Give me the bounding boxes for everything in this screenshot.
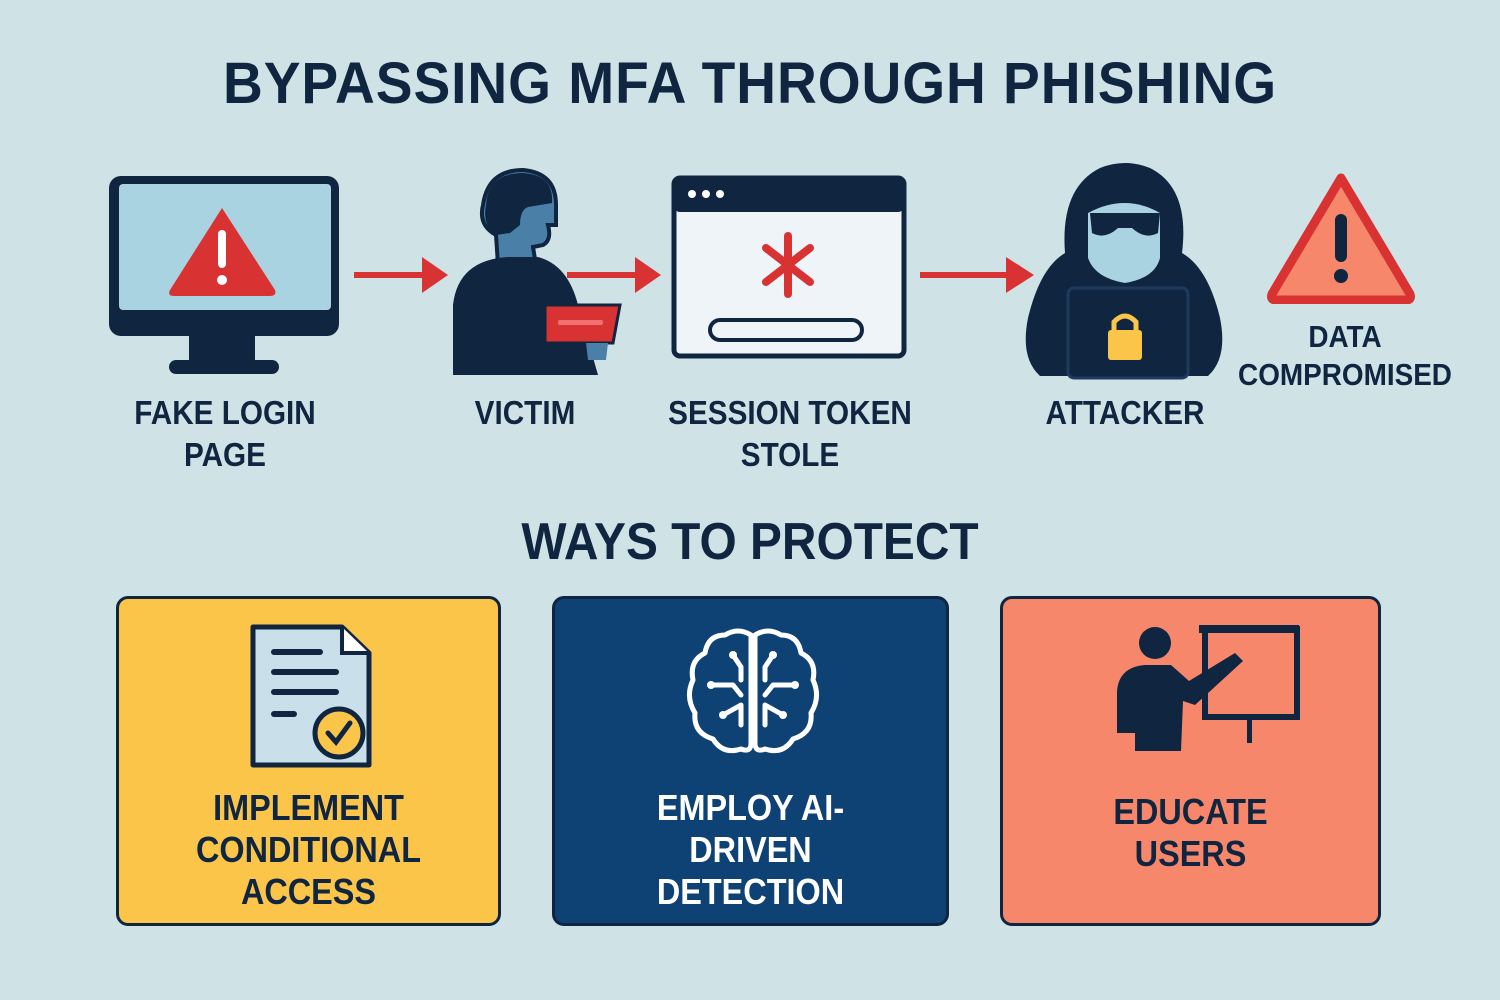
step-label-fake-login: FAKE LOGIN PAGE	[108, 392, 342, 476]
hooded-hacker-icon	[1020, 158, 1230, 383]
step-label-attacker: ATTACKER	[1031, 392, 1220, 434]
presenter-board-icon	[1111, 621, 1301, 771]
arrow-right-icon	[352, 255, 452, 295]
arrow-right-icon	[918, 255, 1038, 295]
warning-triangle-icon	[1266, 172, 1416, 304]
person-laptop-icon	[448, 165, 628, 380]
ai-brain-icon	[683, 625, 823, 760]
step-label-line: PAGE	[184, 436, 266, 473]
step-label-line: ATTACKER	[1045, 394, 1205, 431]
arrow-right-icon	[565, 255, 665, 295]
step-label-data-compromised: DATA COMPROMISED	[1233, 318, 1458, 394]
card-text: EMPLOY AI- DRIVEN DETECTION	[575, 787, 927, 913]
card-ai-detection: EMPLOY AI- DRIVEN DETECTION	[552, 596, 949, 926]
step-label-victim: VICTIM	[440, 392, 611, 434]
browser-token-icon	[670, 174, 910, 362]
step-label-line: SESSION TOKEN	[668, 394, 912, 431]
card-line: EMPLOY AI-	[656, 787, 845, 828]
step-label-session-token: SESSION TOKEN STOLE	[655, 392, 925, 476]
card-line: CONDITIONAL	[196, 829, 421, 870]
card-line: ACCESS	[240, 871, 377, 912]
step-label-line: STOLE	[740, 436, 840, 473]
card-educate-users: EDUCATE USERS	[1000, 596, 1381, 926]
card-line: DRIVEN	[689, 829, 812, 870]
monitor-warning-icon	[105, 172, 345, 382]
card-line: USERS	[1134, 833, 1247, 874]
document-check-icon	[247, 621, 377, 771]
step-label-line: VICTIM	[474, 394, 576, 431]
card-text: EDUCATE USERS	[1022, 791, 1360, 875]
card-line: EDUCATE	[1113, 791, 1268, 832]
card-text: IMPLEMENT CONDITIONAL ACCESS	[138, 787, 479, 913]
step-label-line: FAKE LOGIN	[134, 394, 316, 431]
page-title: BYPASSING MFA THROUGH PHISHING	[222, 51, 1278, 116]
card-line: IMPLEMENT	[213, 787, 404, 828]
card-line: DETECTION	[656, 871, 845, 912]
card-conditional-access: IMPLEMENT CONDITIONAL ACCESS	[116, 596, 501, 926]
step-label-line: DATA	[1308, 319, 1382, 354]
step-label-line: COMPROMISED	[1238, 357, 1452, 392]
section-heading: WAYS TO PROTECT	[521, 513, 979, 571]
